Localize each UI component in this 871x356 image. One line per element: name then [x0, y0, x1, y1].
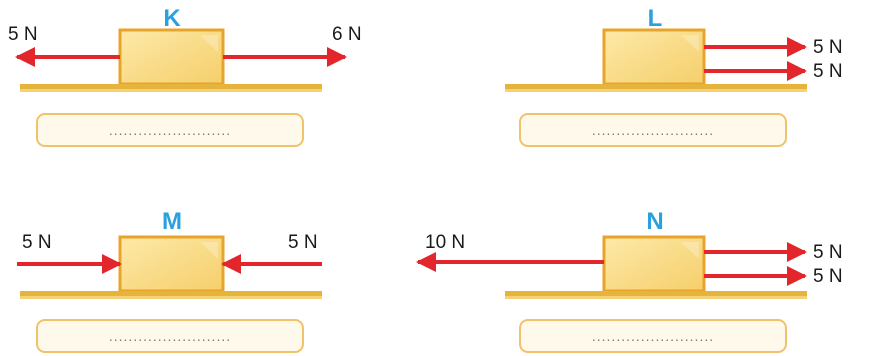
- answer-placeholder-k: .........................: [109, 122, 231, 138]
- force-label-k-left: 5 N: [8, 24, 38, 45]
- panel-title-m: M: [162, 208, 182, 235]
- force-label-k-right: 6 N: [332, 24, 362, 45]
- block-highlight: [681, 35, 699, 52]
- panel-title-n: N: [646, 208, 663, 235]
- answer-placeholder-n: .........................: [592, 328, 714, 344]
- block-highlight: [200, 35, 218, 52]
- panel-title-k: K: [163, 5, 181, 32]
- answer-box-l[interactable]: [519, 113, 787, 147]
- panel-title-l: L: [648, 5, 663, 32]
- answer-box-m[interactable]: [36, 319, 304, 353]
- panel-n: N 10 N 5 N 5 N .........................: [416, 208, 843, 353]
- force-label-m-left: 5 N: [22, 232, 52, 253]
- block-highlight: [681, 242, 699, 259]
- force-label-n-left: 10 N: [425, 232, 465, 253]
- force-label-n-bottom: 5 N: [813, 266, 843, 287]
- answer-box-k[interactable]: [36, 113, 304, 147]
- block-highlight: [200, 242, 218, 259]
- ground-n: [505, 291, 807, 299]
- block-l: [602, 28, 706, 86]
- answer-placeholder-m: .........................: [109, 328, 231, 344]
- block-n: [602, 235, 706, 293]
- force-label-l-bottom: 5 N: [813, 61, 843, 82]
- ground-k: [20, 84, 322, 92]
- panel-k: K 5 N 6 N .........................: [8, 5, 362, 147]
- ground-m: [20, 291, 322, 299]
- force-label-l-top: 5 N: [813, 37, 843, 58]
- ground-l: [505, 84, 807, 92]
- panel-m: M 5 N 5 N .........................: [17, 208, 322, 353]
- force-label-m-right: 5 N: [288, 232, 318, 253]
- force-label-n-top: 5 N: [813, 242, 843, 263]
- answer-placeholder-l: .........................: [592, 122, 714, 138]
- answer-box-n[interactable]: [519, 319, 787, 353]
- panel-l: L 5 N 5 N .........................: [505, 5, 843, 147]
